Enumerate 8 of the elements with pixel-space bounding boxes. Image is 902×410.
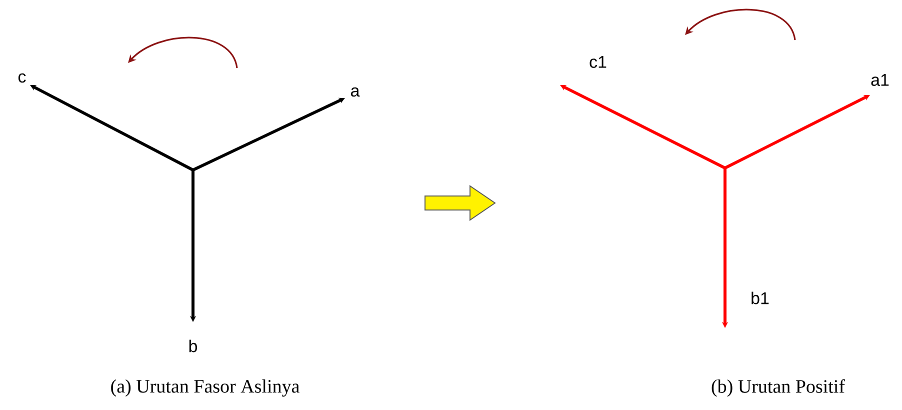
caption: (b) Urutan Positif (712, 379, 846, 397)
phasor-label: a (351, 87, 360, 97)
phasor-label: b (189, 340, 197, 352)
caption: (a) Urutan Fasor Aslinya (111, 379, 300, 397)
phasor-label: b1 (752, 292, 769, 304)
phasor-label: c (18, 73, 26, 83)
phasor-label: c1 (590, 56, 606, 68)
phasor-label: a1 (871, 74, 889, 86)
